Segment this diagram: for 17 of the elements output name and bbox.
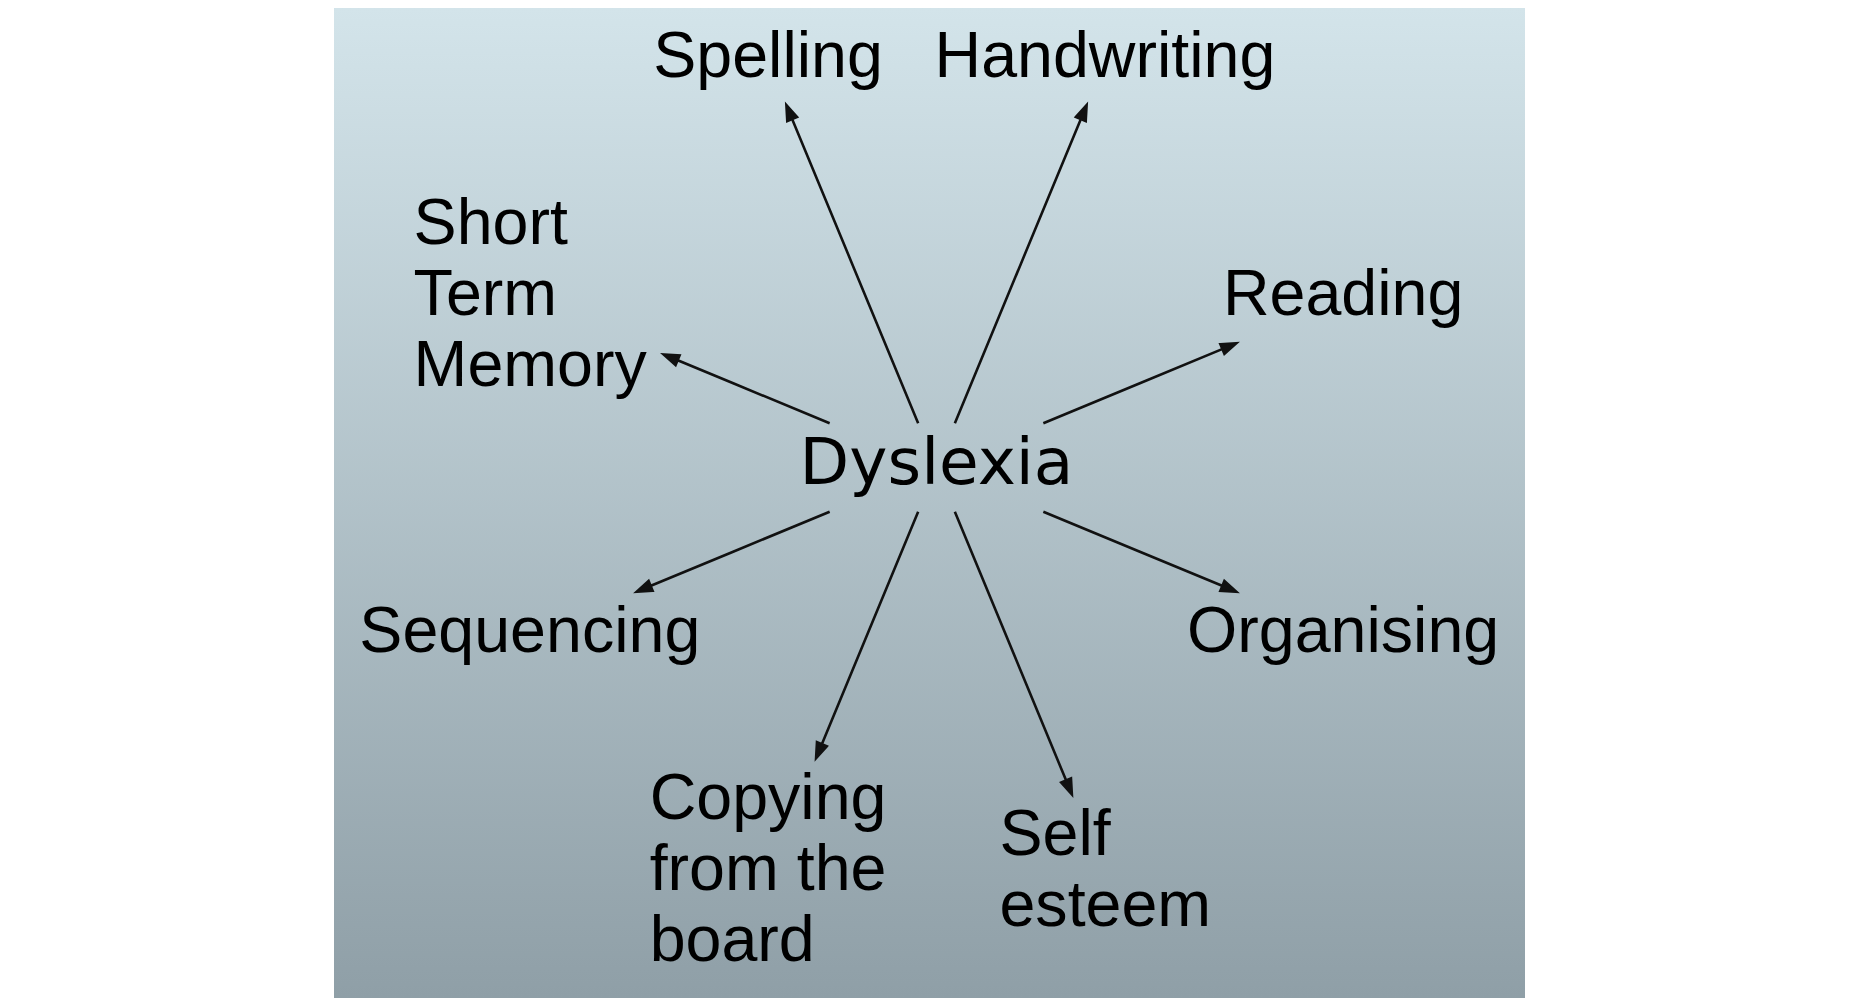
- arrow: [953, 511, 1073, 798]
- node-text: Spelling: [652, 18, 883, 91]
- arrow: [784, 101, 919, 424]
- node-text: Copying from the board: [649, 761, 887, 976]
- node-text: Reading: [1222, 257, 1463, 330]
- arrow: [632, 510, 830, 594]
- node-text: Dyslexia: [799, 423, 1073, 499]
- node-text: Handwriting: [934, 18, 1275, 91]
- node-text: Sequencing: [358, 594, 700, 667]
- node-text: Organising: [1186, 594, 1499, 667]
- node-text: Self esteem: [998, 796, 1211, 940]
- arrow: [814, 511, 919, 762]
- arrow: [953, 101, 1088, 424]
- arrow: [1042, 510, 1240, 594]
- arrow: [659, 352, 830, 425]
- arrow: [1042, 341, 1240, 425]
- node-text: Short Term Memory: [413, 186, 647, 401]
